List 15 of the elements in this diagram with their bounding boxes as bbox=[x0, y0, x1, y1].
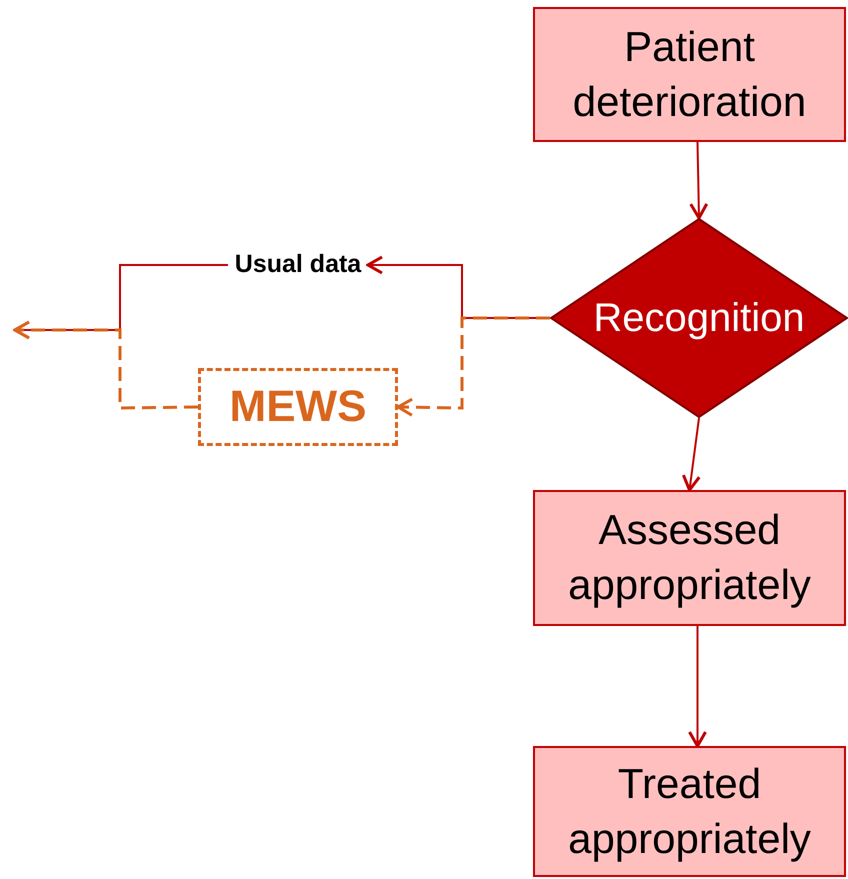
node-label: Patient deterioration bbox=[572, 22, 808, 126]
node-label: MEWS bbox=[230, 382, 366, 432]
process-box bbox=[533, 490, 846, 626]
process-box bbox=[533, 7, 846, 142]
process-box bbox=[533, 746, 846, 877]
dashed-box bbox=[198, 368, 398, 446]
arrow bbox=[14, 320, 198, 410]
node-label: Treated appropriately bbox=[567, 758, 812, 864]
node-label: Assessed appropriately bbox=[567, 505, 812, 610]
node-label: Recognition bbox=[593, 296, 805, 340]
arrow bbox=[682, 418, 701, 492]
node-label: Usual data bbox=[234, 249, 362, 280]
arrow bbox=[688, 626, 707, 748]
arrow bbox=[689, 142, 708, 220]
arrow bbox=[396, 316, 550, 417]
